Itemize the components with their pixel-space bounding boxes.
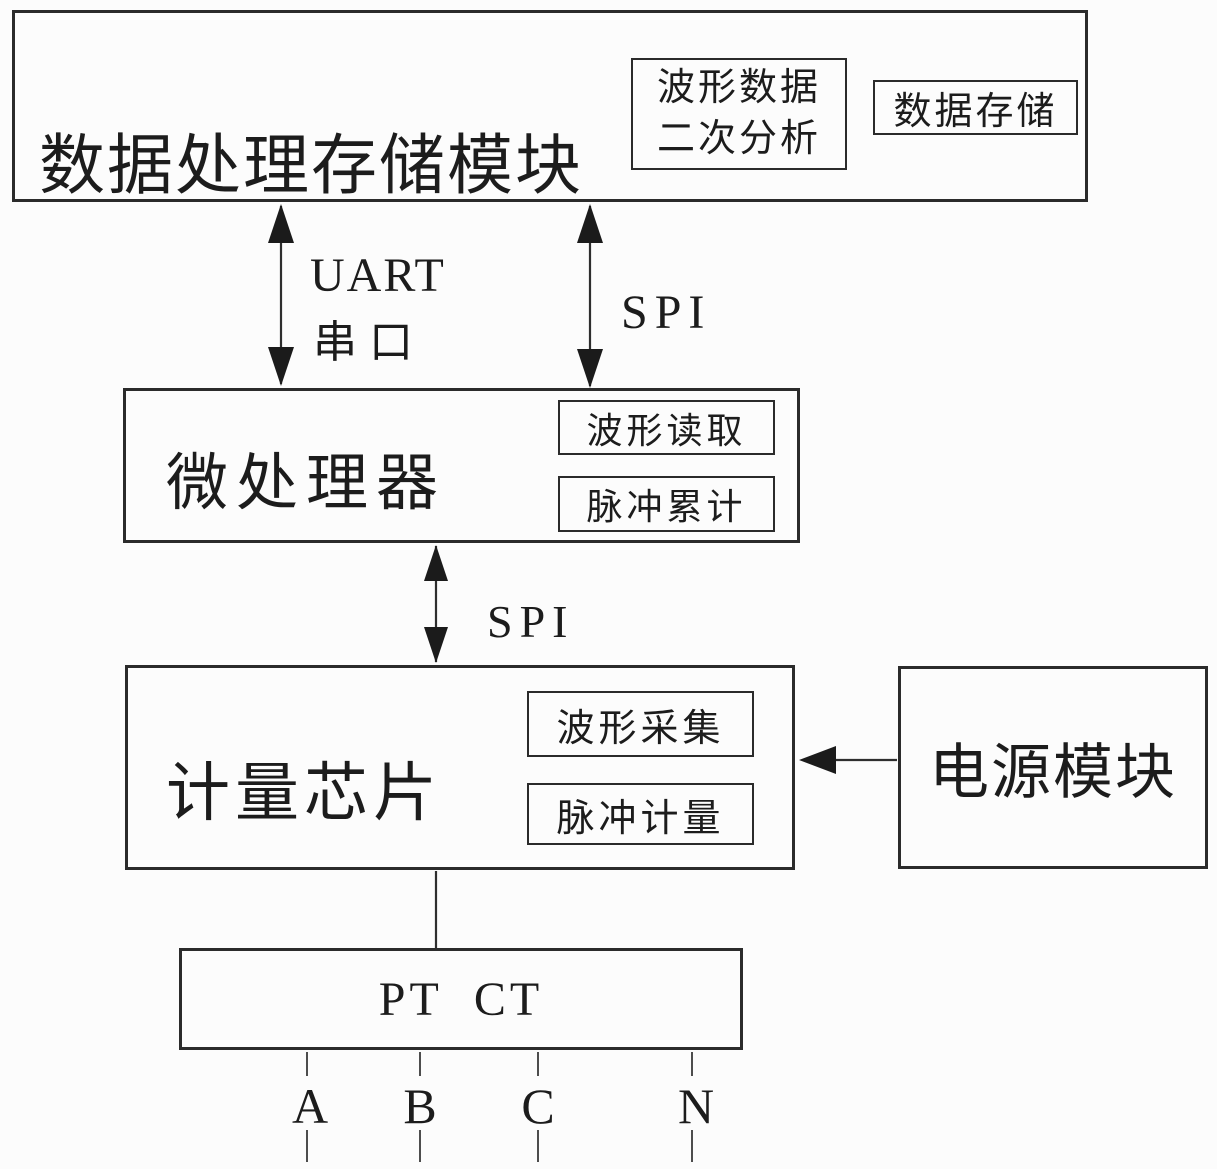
waveform-secondary-analysis-label-line2: 二次分析 [656,118,821,160]
spi-mid-label: SPI [487,596,575,647]
waveform-read-label: 波形读取 [586,410,747,451]
spi-mid-double-arrow [424,545,448,663]
uart-serial-port-label: 串口 [313,318,425,367]
pt-ct-box: PT CT [179,948,743,1050]
pt-ct-label: PT CT [378,972,544,1026]
phase-b-label: B [403,1078,437,1134]
waveform-secondary-analysis-label-line1: 波形数据 [656,67,821,109]
pulse-metering-box: 脉冲计量 [527,783,754,845]
spi-top-label: SPI [621,286,712,339]
phase-a-label: A [291,1078,329,1134]
waveform-capture-box: 波形采集 [527,691,754,757]
phase-n-label: N [677,1078,715,1134]
waveform-capture-label: 波形采集 [556,707,725,750]
phase-lead-dashes [306,1130,693,1162]
power-to-chip-arrow [799,746,897,774]
microprocessor-box: 微处理器 [123,388,800,543]
data-storage-box: 数据存储 [873,80,1078,135]
metering-chip-box: 计量芯片 [125,665,795,870]
spi-top-double-arrow [577,204,603,388]
power-module-label: 电源模块 [929,740,1177,806]
phase-tick-lines [306,1052,693,1076]
power-module-box: 电源模块 [898,666,1208,869]
waveform-read-box: 波形读取 [558,400,775,455]
uart-double-arrow [268,204,294,386]
uart-label: UART [310,249,446,302]
pulse-accumulate-label: 脉冲累计 [586,487,747,527]
waveform-secondary-analysis-box: 波形数据 二次分析 [631,58,847,170]
microprocessor-label: 微处理器 [166,450,447,518]
data-processing-storage-module-label: 数据处理存储模块 [39,130,583,203]
phase-c-label: C [521,1078,555,1134]
pulse-metering-label: 脉冲计量 [556,797,725,840]
pulse-accumulate-box: 脉冲累计 [558,476,775,532]
data-storage-label: 数据存储 [893,91,1058,133]
metering-chip-label: 计量芯片 [166,758,442,829]
data-processing-storage-module-box: 数据处理存储模块 [12,10,1088,203]
